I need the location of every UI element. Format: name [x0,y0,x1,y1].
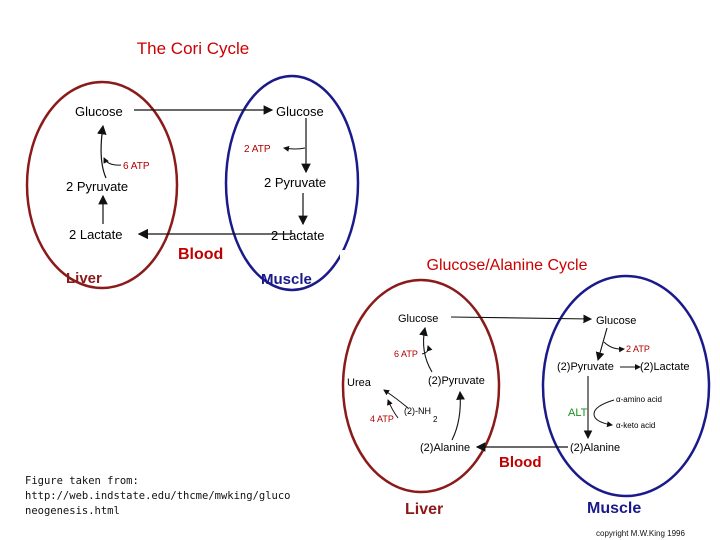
cori-muscle-atp-arrow [283,145,306,152]
alanine-liver-atp4: 4 ATP [370,414,394,424]
alanine-liver-pyruvate: (2)Pyruvate [428,375,485,387]
alanine-muscle-glucose: Glucose [596,315,636,327]
cori-liver-atp: 6 ATP [123,161,150,172]
cori-liver-label: Liver [66,270,102,287]
alanine-liver-label: Liver [405,501,443,518]
cori-liver-cell [25,80,179,290]
alanine-blood-label: Blood [499,454,542,471]
caption-line-1: Figure taken from: [25,475,139,487]
cori-liver-atp-arrow [103,157,122,166]
alanine-title: Glucose/Alanine Cycle [427,257,588,274]
cori-muscle-lactate: 2 Lactate [271,228,325,243]
alanine-urea: Urea [347,377,372,389]
cori-muscle-atp: 2 ATP [244,144,271,155]
alanine-copyright: copyright M.W.King 1996 [596,529,685,538]
alanine-liver-atp6-arrow [421,345,433,355]
cori-title: The Cori Cycle [137,39,249,58]
alanine-alt: ALT [568,407,588,419]
caption-line-3[interactable]: neogenesis.html [25,505,120,517]
cori-liver-glucose: Glucose [75,104,123,119]
cori-liver-pyruvate: 2 Pyruvate [66,179,128,194]
alanine-glucose-arrow [450,314,593,324]
alanine-transamination-arrow [593,399,615,428]
alanine-liver-alanine-to-pyruvate-arrow [451,390,465,441]
alanine-liver-alanine: (2)Alanine [420,442,470,454]
alanine-cycle-diagram: Glucose/Alanine Cycle Glucose Glucose 6 … [341,257,711,538]
alanine-keto-acid: α-keto acid [616,421,655,430]
alanine-cycle-panel: Glucose/Alanine Cycle Glucose Glucose 6 … [340,250,718,538]
alanine-muscle-atp2: 2 ATP [626,344,650,354]
alanine-liver-glucose: Glucose [398,313,438,325]
alanine-amino-acid: α-amino acid [616,395,662,404]
caption-line-2[interactable]: http://web.indstate.edu/thcme/mwking/glu… [25,490,291,502]
alanine-nh: (2)-NH [404,406,431,416]
alanine-muscle-atp2-arrow [603,341,625,353]
cori-blood-lactate-arrow [137,228,292,240]
cori-liver-lactate: 2 Lactate [69,227,123,242]
cori-blood-label: Blood [178,246,223,263]
alanine-nh-to-urea-arrow [383,389,409,409]
alanine-liver-atp6: 6 ATP [394,349,418,359]
cori-muscle-glucose: Glucose [276,104,324,119]
alanine-muscle-label: Muscle [587,500,641,517]
cori-liver-gluconeogenesis-arrow [97,124,107,179]
alanine-muscle-glycolysis-arrow [595,327,608,362]
alanine-muscle-lactate: (2)Lactate [640,361,690,373]
alanine-liver-gluconeogenesis-arrow [419,326,433,373]
figure-caption: Figure taken from: http://web.indstate.e… [25,474,345,519]
alanine-atp4-arrow [387,399,399,419]
alanine-muscle-pyruvate: (2)Pyruvate [557,361,614,373]
cori-muscle-cell [224,74,360,292]
alanine-muscle-alanine: (2)Alanine [570,442,620,454]
alanine-muscle-cell [541,274,711,498]
alanine-nh-subscript: 2 [433,415,438,424]
cori-muscle-label: Muscle [261,271,312,288]
alanine-liver-cell [341,278,501,494]
cori-muscle-pyruvate: 2 Pyruvate [264,175,326,190]
